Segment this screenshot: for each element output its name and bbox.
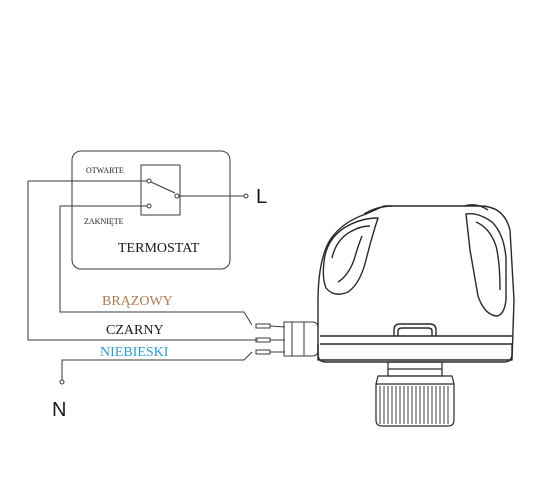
thermostat-title: TERMOSTAT xyxy=(118,241,200,256)
contact-common-terminal xyxy=(174,193,180,199)
wire-closed-to-brown xyxy=(59,205,253,326)
actuator-body xyxy=(317,203,515,363)
cable-sheath xyxy=(283,321,319,357)
contact-closed-terminal xyxy=(146,203,152,209)
switch-block xyxy=(140,164,181,216)
neutral-terminal xyxy=(59,379,65,385)
wire-black-label: CZARNY xyxy=(106,323,164,338)
cable-conductors xyxy=(255,323,286,355)
neutral-terminal-label: N xyxy=(52,399,66,421)
knurled-nut xyxy=(375,375,455,427)
contact-closed-label: ZAKNIĘTE xyxy=(84,217,124,226)
wire-brown-label: BRĄZOWY xyxy=(102,294,173,309)
live-terminal-label: L xyxy=(256,186,267,208)
knurl-ridges xyxy=(379,386,449,424)
thermostat-box xyxy=(71,150,231,270)
wire-open-to-black xyxy=(27,180,252,341)
contact-open-label: OTWARTE xyxy=(86,166,124,175)
contact-open-terminal xyxy=(146,178,152,184)
adapter-ring xyxy=(387,361,443,377)
live-terminal xyxy=(243,193,249,199)
wire-blue-to-neutral xyxy=(61,351,253,380)
switch-lever xyxy=(150,181,176,194)
wire-blue-label: NIEBIESKI xyxy=(100,345,169,360)
